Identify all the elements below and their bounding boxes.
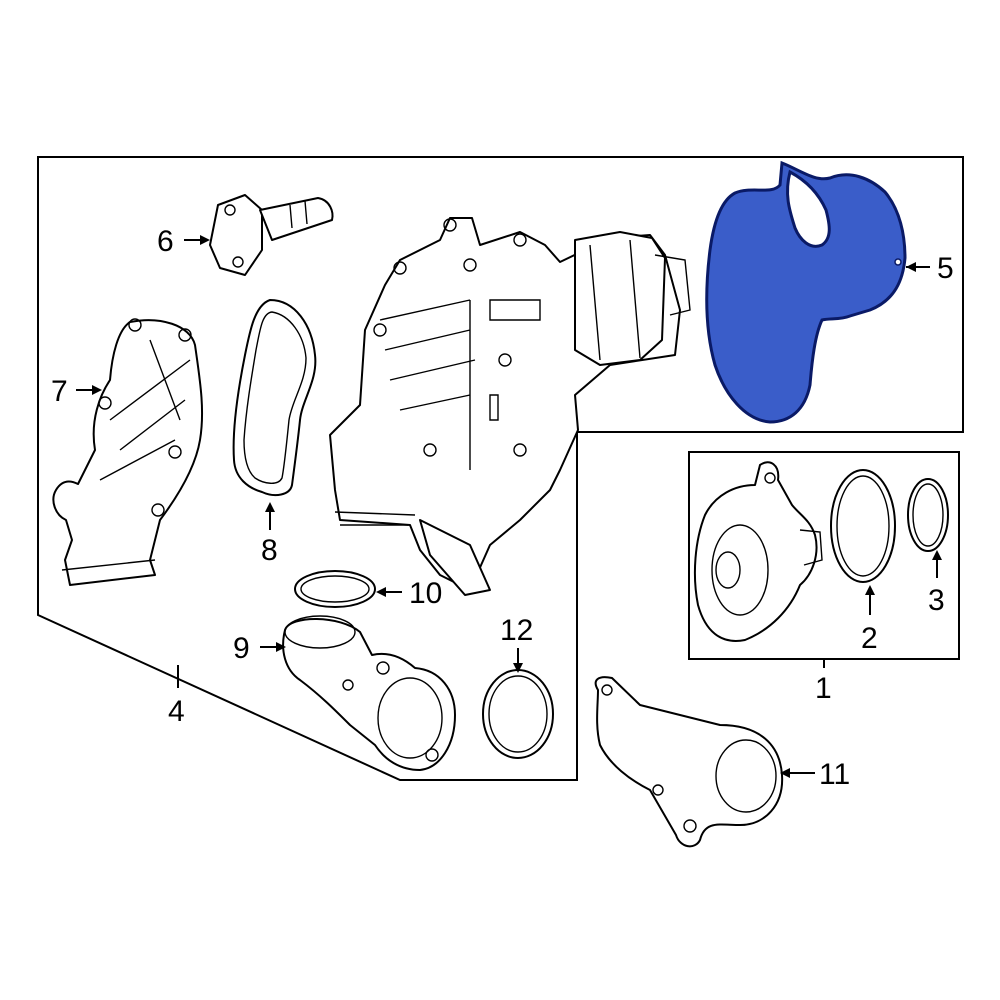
callout-7: 7 xyxy=(51,375,68,408)
pump-impeller-part-1[interactable] xyxy=(693,461,823,642)
callout-5: 5 xyxy=(937,252,954,285)
o-ring-part-10[interactable] xyxy=(294,570,376,608)
seal-ring-part-2[interactable] xyxy=(830,469,896,583)
gasket-5-hole xyxy=(894,258,902,266)
water-pump-assembly[interactable] xyxy=(329,217,691,596)
o-ring-12-inner xyxy=(488,675,548,753)
callout-4: 4 xyxy=(168,695,185,728)
callout-9: 9 xyxy=(233,632,250,665)
gasket-5-shape xyxy=(705,160,907,424)
callout-1: 1 xyxy=(815,672,832,705)
gasket-5-inner-cutout xyxy=(786,169,831,248)
callout-11: 11 xyxy=(819,758,850,791)
thermostat-housing-part-11[interactable] xyxy=(594,676,784,848)
o-ring-10-inner xyxy=(300,575,370,603)
callout-2: 2 xyxy=(861,622,878,655)
callout-3: 3 xyxy=(928,584,945,617)
callout-12: 12 xyxy=(500,614,533,647)
leader-lines xyxy=(76,235,942,778)
callout-8: 8 xyxy=(261,534,278,567)
outlet-pipe-part-9[interactable] xyxy=(282,615,456,771)
gasket-8-inner xyxy=(243,311,307,484)
housing-cover-part-7[interactable] xyxy=(52,318,204,586)
o-ring-part-3[interactable] xyxy=(907,478,949,552)
callout-6: 6 xyxy=(157,225,174,258)
callout-10: 10 xyxy=(409,577,442,610)
gasket-part-5[interactable] xyxy=(705,160,907,424)
group-4-frame xyxy=(37,156,964,781)
o-ring-part-12[interactable] xyxy=(482,669,554,759)
o-ring-3-inner xyxy=(912,483,944,547)
sensor-part-6[interactable] xyxy=(209,194,334,276)
gasket-part-8[interactable] xyxy=(232,299,317,497)
seal-ring-2-inner xyxy=(836,475,890,577)
